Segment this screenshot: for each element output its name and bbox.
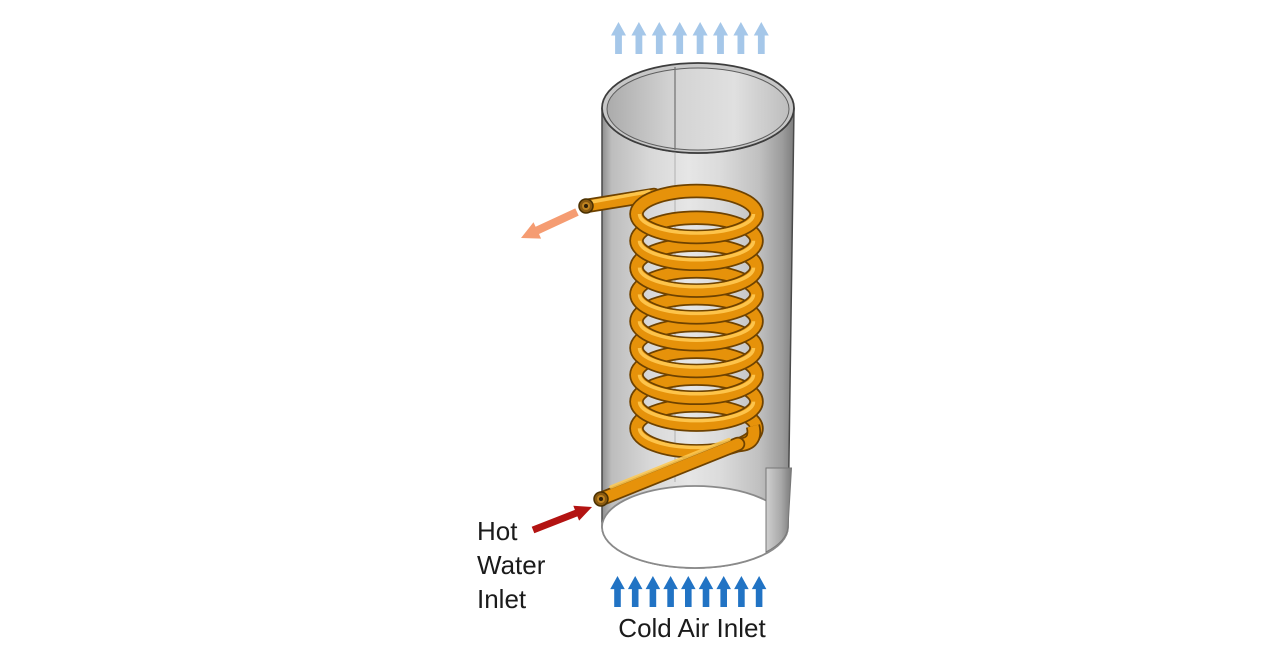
air-outlet-arrow xyxy=(672,22,688,54)
cold-air-inlet-label: Cold Air Inlet xyxy=(618,613,766,643)
cold-air-inlet-arrow xyxy=(645,576,661,608)
coil-inlet-cap xyxy=(593,491,609,507)
hot-water-inlet-arrow xyxy=(531,505,592,534)
cold-air-inlet-arrow xyxy=(627,576,643,608)
air-outlet-arrow xyxy=(692,22,708,54)
cold-air-inlet-arrow xyxy=(698,576,714,608)
coil-outlet-cap xyxy=(578,198,594,214)
coil-inlet-tube xyxy=(593,424,762,507)
cold-air-inlet-arrow xyxy=(663,576,678,608)
hot-water-inlet-label: Hot Water Inlet xyxy=(477,516,546,614)
cold-air-inlet-arrow xyxy=(681,576,696,608)
shell-right-sliver xyxy=(765,467,793,553)
shell-top-opening xyxy=(606,67,790,151)
air-outlet-arrow xyxy=(651,22,667,54)
cold-air-inlet-arrow xyxy=(716,576,731,608)
cold-air-inlet-arrow xyxy=(610,576,625,608)
air-outlet-arrow xyxy=(713,22,728,54)
air-outlet-arrow xyxy=(631,22,647,54)
air-outlet-arrow xyxy=(733,22,749,54)
air-outlet-arrow xyxy=(611,22,626,54)
air-outlet-arrow xyxy=(753,22,769,54)
hot-water-outlet-arrow xyxy=(521,208,579,239)
cold-air-inlet-arrows xyxy=(610,576,767,608)
cold-air-inlet-arrow xyxy=(751,576,767,608)
air-outlet-arrows xyxy=(611,22,769,54)
shell-bottom-opening xyxy=(601,485,789,569)
cold-air-inlet-arrow xyxy=(734,576,749,608)
